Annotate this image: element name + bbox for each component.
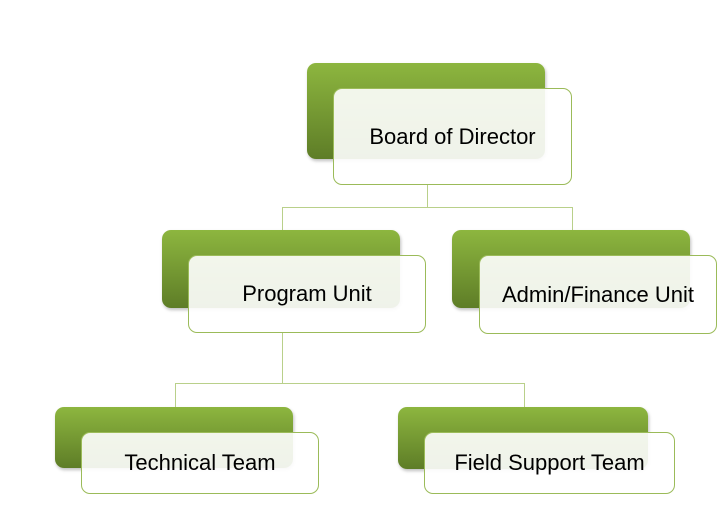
field-node-label: Field Support Team [454,450,645,475]
connector-level1-horizontal [282,207,573,208]
connector-program-down [282,333,283,383]
technical-node-label: Technical Team [124,450,276,475]
technical-node[interactable]: Technical Team [81,432,319,494]
board-node-label: Board of Director [369,123,536,149]
program-node-label: Program Unit [242,281,372,306]
board-node[interactable]: Board of Director [333,88,572,185]
field-node[interactable]: Field Support Team [424,432,675,494]
program-node[interactable]: Program Unit [188,255,426,333]
admin-node-label: Admin/Finance Unit [502,281,694,307]
connector-level2-horizontal [175,383,525,384]
admin-node[interactable]: Admin/Finance Unit [479,255,717,334]
connector-board-down [427,185,428,207]
